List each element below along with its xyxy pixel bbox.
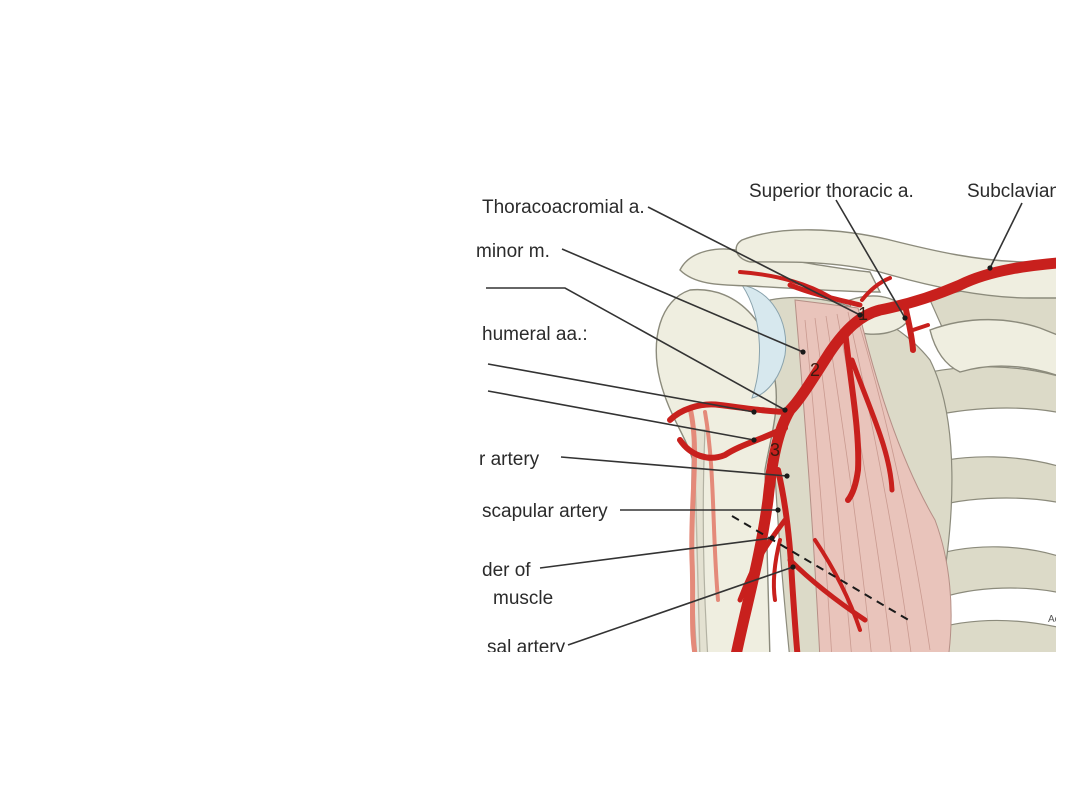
label-lower-border-line2: muscle [493,588,553,609]
lower-border-dashed-line [731,515,913,623]
leader-lines [486,199,1023,646]
leader-dots [751,265,993,570]
part-number-3: 3 [770,440,780,460]
anatomy-illustration: 1 2 3 [476,165,1080,658]
label-thoracoacromial: Thoracoacromial a. [482,197,645,218]
first-rib [929,318,1056,376]
part-number-2: 2 [810,360,820,380]
label-pectoralis-minor: minor m. [476,241,550,262]
label-circumflex-humeral: humeral aa.: [482,324,588,345]
label-superior-thoracic: Superior thoracic a. [749,181,914,202]
label-circumflex-scapular: scapular artery [482,501,608,522]
label-lower-border-line1: der of [482,560,531,581]
label-subscapular-artery: r artery [479,449,540,470]
part-number-1: 1 [858,304,868,324]
axillary-artery [667,257,1056,652]
label-thoracodorsal: sal artery [487,637,566,658]
label-acromion-fragment: Acrom [1048,614,1077,625]
label-subclavian: Subclavian a. [967,181,1080,202]
